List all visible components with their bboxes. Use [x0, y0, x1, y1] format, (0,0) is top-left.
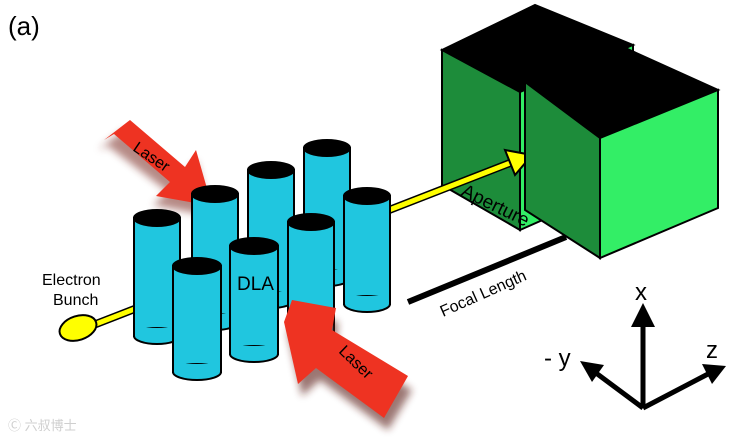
coordinate-axes	[580, 303, 726, 411]
laser-arrow-top	[98, 120, 212, 216]
x-axis-label: x	[635, 279, 647, 306]
watermark: Ⓒ 六叔博士	[8, 418, 77, 433]
electron-bunch-label-line1: Electron	[42, 272, 101, 289]
z-axis-label: z	[706, 337, 718, 364]
panel-label: (a)	[8, 11, 40, 41]
aperture-block-front	[523, 40, 721, 260]
laser-arrow-bottom	[284, 300, 412, 430]
y-axis-line	[594, 370, 645, 411]
x-axis-arrowhead	[631, 303, 655, 327]
pillar-7	[229, 237, 279, 363]
aperture-block-front-face	[599, 88, 719, 260]
z-axis-line	[641, 371, 710, 411]
pillar-8	[172, 257, 222, 381]
electron-bunch	[58, 314, 98, 342]
focal-length-bar	[406, 234, 568, 305]
electron-bunch-label-line2: Bunch	[53, 292, 98, 309]
pillar-3	[343, 187, 391, 313]
focal-length-label: Focal Length	[438, 267, 529, 320]
z-axis-arrowhead	[702, 364, 726, 384]
dla-label: DLA	[237, 274, 274, 295]
y-axis-label: - y	[544, 345, 571, 372]
y-axis-arrowhead	[580, 361, 604, 382]
